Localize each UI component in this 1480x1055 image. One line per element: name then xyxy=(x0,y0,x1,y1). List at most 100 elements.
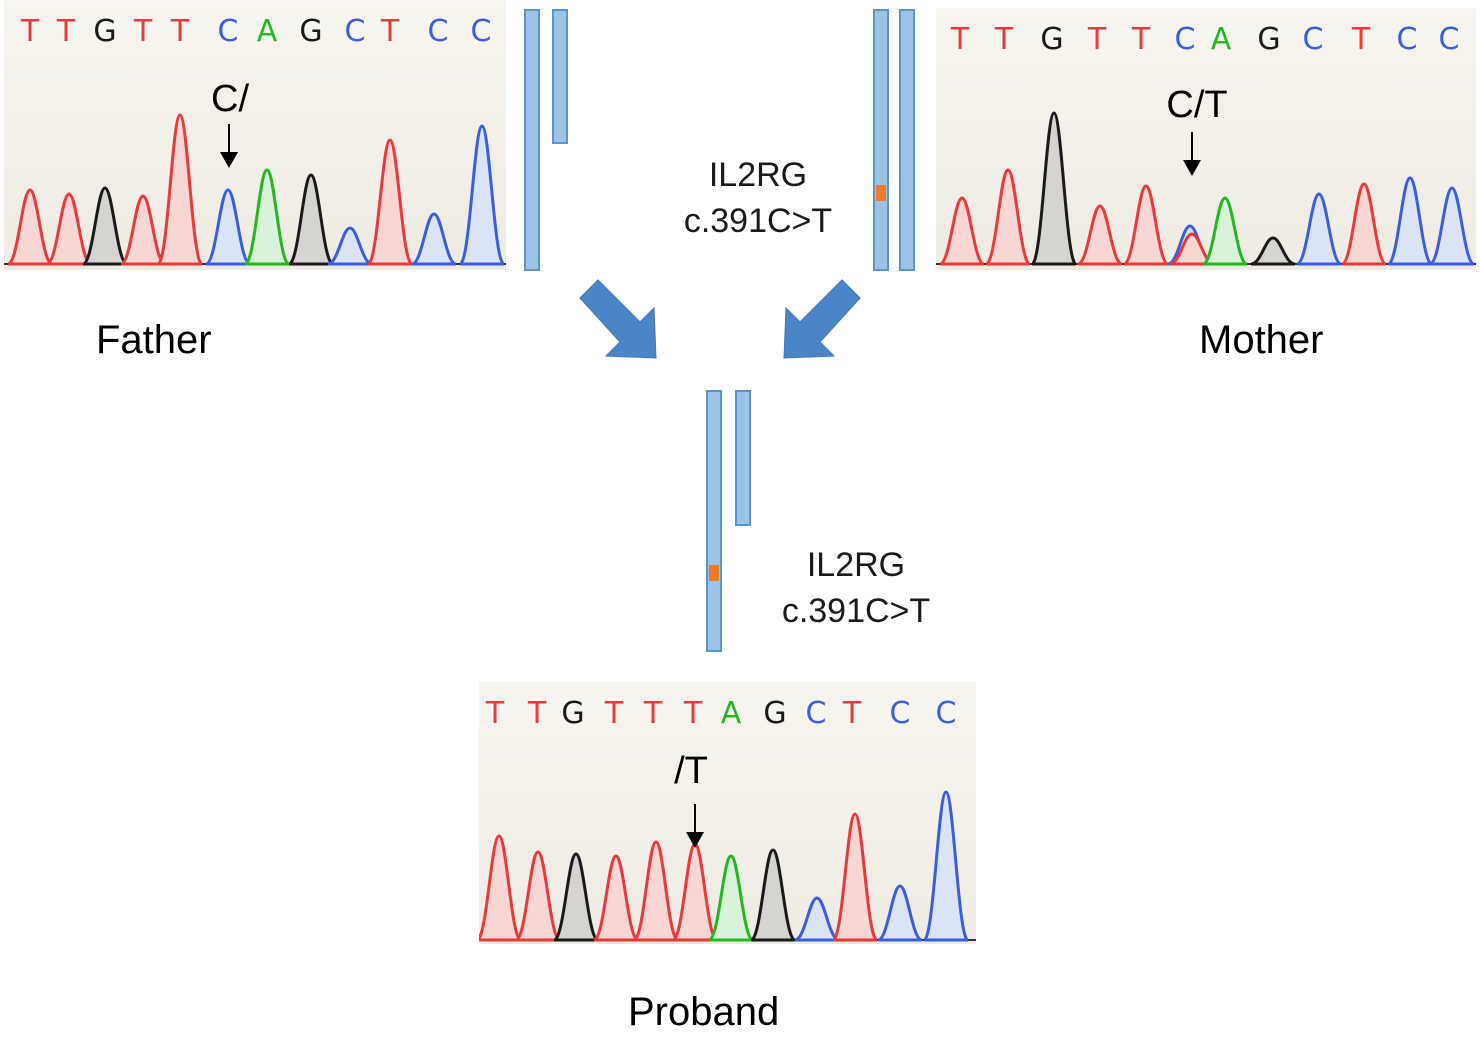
proband-genotype-call: /T xyxy=(674,750,708,792)
base-call: T xyxy=(380,14,400,49)
base-call: C xyxy=(470,14,492,49)
trace-peak xyxy=(514,850,562,942)
trace-peak xyxy=(1030,111,1078,266)
trace-peak xyxy=(1122,184,1170,266)
trace-peak xyxy=(1340,182,1388,266)
father-x-chromosome xyxy=(524,9,540,271)
trace-peak xyxy=(1386,176,1434,266)
base-call: T xyxy=(683,696,703,731)
trace-peak xyxy=(1428,186,1476,266)
proband-label: Proband xyxy=(628,990,780,1034)
base-call: A xyxy=(720,696,742,731)
proband-x-chromosome xyxy=(706,390,722,652)
trace-peak xyxy=(1202,196,1248,266)
base-call: G xyxy=(561,696,585,731)
down-arrow-icon xyxy=(686,804,704,848)
trace-peak xyxy=(411,212,457,266)
base-call: C xyxy=(1438,22,1460,57)
base-call: T xyxy=(994,22,1014,57)
trace-peak xyxy=(1077,204,1123,266)
variant-change: c.391C>T xyxy=(683,202,833,240)
trace-peak xyxy=(46,192,92,266)
base-call: T xyxy=(56,14,76,49)
trace-peak xyxy=(287,173,335,266)
father-y-chromosome xyxy=(552,9,568,144)
trace-peak xyxy=(922,790,970,942)
mother-trace xyxy=(936,111,1476,266)
trace-peak xyxy=(366,138,414,266)
base-call: T xyxy=(1351,22,1371,57)
base-call: T xyxy=(485,696,505,731)
base-call: G xyxy=(1040,22,1064,57)
trace-peak xyxy=(592,854,640,942)
down-arrow-icon xyxy=(1183,132,1201,176)
flow-arrow-icon xyxy=(579,279,657,359)
variant-change: c.391C>T xyxy=(781,592,931,630)
proband-trace xyxy=(479,790,976,942)
trace-peak xyxy=(939,196,985,266)
base-call: C xyxy=(889,696,911,731)
trace-peak xyxy=(7,188,53,266)
base-call: G xyxy=(1257,22,1281,57)
mutation-marker xyxy=(876,185,886,201)
base-call: A xyxy=(256,14,278,49)
trace-peak xyxy=(479,834,523,942)
base-call: T xyxy=(133,14,153,49)
trace-peak xyxy=(831,812,879,942)
trace-peak xyxy=(984,168,1032,266)
trace-peak xyxy=(632,840,680,942)
trace-peak xyxy=(749,848,797,942)
gene-name: IL2RG xyxy=(708,156,808,194)
proband-y-chromosome xyxy=(735,390,751,526)
base-call: A xyxy=(1210,22,1232,57)
variant-label-top: IL2RG c.391C>T xyxy=(660,152,856,244)
trace-peak xyxy=(707,854,755,942)
trace-peak xyxy=(552,852,600,942)
trace-peak xyxy=(243,168,291,266)
base-call: C xyxy=(1302,22,1324,57)
base-call: C xyxy=(344,14,366,49)
base-call: T xyxy=(1087,22,1107,57)
base-call: T xyxy=(950,22,970,57)
father-genotype-call: C/ xyxy=(211,78,249,120)
base-call: T xyxy=(842,696,862,731)
variant-label-bottom: IL2RG c.391C>T xyxy=(758,542,954,634)
base-call: T xyxy=(20,14,40,49)
trace-peak xyxy=(327,226,373,266)
mother-x-chromosome-normal xyxy=(899,9,915,271)
down-arrow-icon xyxy=(220,124,238,168)
trace-peak xyxy=(458,124,506,266)
base-call: C xyxy=(217,14,239,49)
trace-peak xyxy=(81,186,129,266)
trace-peak xyxy=(120,194,166,266)
trace-peak xyxy=(1250,236,1296,266)
trace-peak xyxy=(794,896,840,942)
base-call: T xyxy=(170,14,190,49)
trace-peak xyxy=(156,113,204,266)
base-call: C xyxy=(935,696,957,731)
trace-peak xyxy=(1296,192,1342,266)
base-call: T xyxy=(527,696,547,731)
base-call: G xyxy=(763,696,787,731)
mother-x-chromosome-mutant xyxy=(873,9,889,271)
base-call: G xyxy=(299,14,323,49)
base-call: T xyxy=(604,696,624,731)
trace-peak xyxy=(877,884,923,942)
base-call: T xyxy=(643,696,663,731)
base-call: C xyxy=(1396,22,1418,57)
base-call: C xyxy=(805,696,827,731)
father-label: Father xyxy=(96,318,212,362)
base-call: G xyxy=(93,14,117,49)
trace-peak xyxy=(205,188,251,266)
trace-peak xyxy=(671,842,719,942)
gene-name: IL2RG xyxy=(806,546,906,584)
father-trace xyxy=(4,113,506,266)
mutation-marker xyxy=(709,565,719,581)
mother-genotype-call: C/T xyxy=(1166,84,1228,126)
base-call: C xyxy=(1174,22,1196,57)
